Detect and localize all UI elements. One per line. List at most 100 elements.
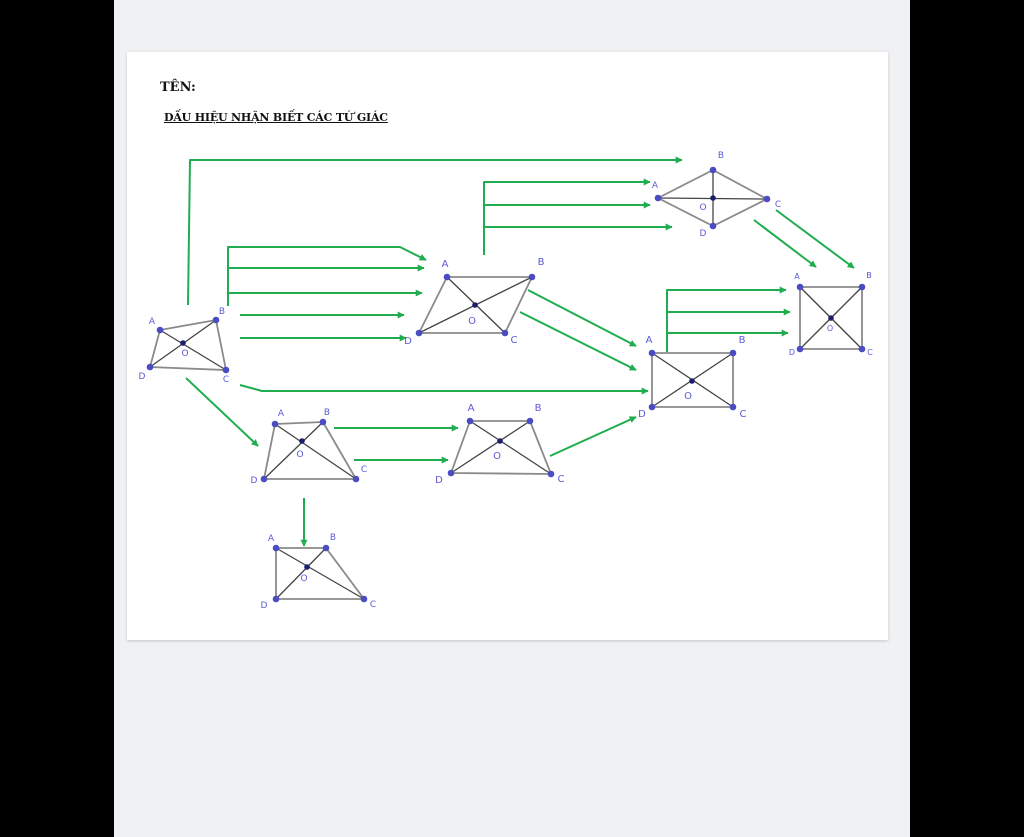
isosceles-trapezoid-vertex-b — [526, 417, 534, 425]
arrow-14 — [527, 289, 637, 347]
trapezoid-label-o: O — [296, 450, 303, 460]
isosceles-trapezoid-vertex-a — [466, 417, 474, 425]
rhombus-vertex-b — [709, 166, 717, 174]
right-trapezoid-label-a: A — [268, 534, 275, 544]
square-center-o — [828, 315, 834, 321]
arrow-8 — [185, 377, 259, 447]
parallelogram-label-c: C — [511, 335, 518, 346]
rhombus-label-o: O — [699, 203, 706, 213]
rhombus-vertex-d — [709, 222, 717, 230]
rhombus-label-d: D — [700, 229, 707, 239]
right-trapezoid-label-b: B — [330, 533, 336, 543]
right-trapezoid-label-o: O — [300, 574, 307, 584]
trapezoid-vertex-a — [271, 420, 279, 428]
parallelogram-vertex-d — [415, 329, 423, 337]
rectangle-vertex-c — [729, 403, 737, 411]
general-quadrilateral-label-d: D — [139, 372, 146, 382]
square-vertex-a — [796, 283, 804, 291]
general-quadrilateral-label-o: O — [181, 349, 188, 359]
right-trapezoid-vertex-c — [360, 595, 368, 603]
rhombus-label-a: A — [652, 181, 659, 191]
right-trapezoid-center-o — [304, 564, 310, 570]
rectangle-vertex-b — [729, 349, 737, 357]
parallelogram-label-o: O — [468, 316, 476, 327]
trapezoid-label-c: C — [361, 465, 367, 475]
arrow-13 — [775, 209, 855, 269]
isosceles-trapezoid-label-o: O — [493, 451, 501, 462]
trapezoid-label-a: A — [278, 409, 285, 419]
arrow-1 — [187, 156, 683, 306]
square-label-o: O — [827, 324, 833, 333]
parallelogram-vertex-a — [443, 273, 451, 281]
general-quadrilateral-vertex-d — [146, 363, 154, 371]
isosceles-trapezoid-outline — [449, 420, 553, 475]
parallelogram-vertex-b — [528, 273, 536, 281]
isosceles-trapezoid-label-a: A — [468, 403, 475, 414]
arrow-12 — [753, 219, 817, 268]
general-quadrilateral-vertex-a — [156, 326, 164, 334]
rhombus: A B C D O — [652, 151, 781, 239]
general-quadrilateral-label-a: A — [149, 317, 156, 327]
document-title: DẤU HIỆU NHẬN BIẾT CÁC TỨ GIÁC — [164, 111, 388, 124]
isosceles-trapezoid-label-c: C — [558, 474, 565, 485]
rectangle-vertex-a — [648, 349, 656, 357]
rhombus-label-b: B — [718, 151, 724, 161]
trapezoid-label-d: D — [251, 476, 258, 486]
trapezoid-vertex-b — [319, 418, 327, 426]
square-label-d: D — [789, 348, 795, 357]
right-trapezoid-vertex-a — [272, 544, 280, 552]
name-label: TÊN: — [160, 80, 196, 95]
trapezoid-center-o — [299, 438, 305, 444]
arrow-9 — [483, 178, 651, 255]
trapezoid-vertex-d — [260, 475, 268, 483]
parallelogram-center-o — [472, 302, 478, 308]
square-label-a: A — [794, 272, 800, 281]
parallelogram-label-d: D — [404, 336, 412, 347]
isosceles-trapezoid-vertex-d — [447, 469, 455, 477]
right-trapezoid-diagonal-ac — [275, 547, 365, 600]
trapezoid-label-b: B — [324, 408, 330, 418]
rhombus-label-c: C — [775, 200, 781, 210]
parallelogram-vertex-c — [501, 329, 509, 337]
square-vertex-c — [858, 345, 866, 353]
isosceles-trapezoid-diagonal-ac — [469, 420, 552, 475]
general-quadrilateral: A B C D O — [139, 307, 230, 385]
rectangle-label-b: B — [739, 335, 746, 346]
general-quadrilateral-vertex-c — [222, 366, 230, 374]
arrow-2 — [227, 246, 427, 306]
arrow-7 — [239, 384, 649, 395]
right-trapezoid-vertex-b — [322, 544, 330, 552]
general-quadrilateral-vertex-b — [212, 316, 220, 324]
isosceles-trapezoid-vertex-c — [547, 470, 555, 478]
trapezoid-outline — [262, 421, 358, 480]
rectangle-vertex-d — [648, 403, 656, 411]
square-label-c: C — [867, 348, 873, 357]
square-vertex-d — [796, 345, 804, 353]
rectangle-label-c: C — [740, 409, 747, 420]
right-trapezoid-diagonal-bd — [275, 547, 327, 600]
general-quadrilateral-label-c: C — [223, 375, 229, 385]
square-vertex-b — [858, 283, 866, 291]
rectangle-label-d: D — [638, 409, 646, 420]
rhombus-vertex-c — [763, 195, 771, 203]
rectangle-center-o — [689, 378, 695, 384]
rhombus-vertex-a — [654, 194, 662, 202]
arrow-16 — [666, 286, 787, 352]
trapezoid-vertex-c — [352, 475, 360, 483]
isosceles-trapezoid-diagonal-bd — [450, 420, 531, 474]
trapezoid: A B C D O — [251, 408, 368, 486]
arrow-21 — [549, 416, 637, 457]
trapezoid-diagonal-bd — [263, 421, 324, 480]
general-quadrilateral-label-b: B — [219, 307, 225, 317]
trapezoid-diagonal-ac — [274, 423, 357, 480]
isosceles-trapezoid-label-d: D — [435, 475, 443, 486]
parallelogram-label-b: B — [538, 257, 545, 268]
general-quadrilateral-center-o — [180, 340, 186, 346]
isosceles-trapezoid-center-o — [497, 438, 503, 444]
general-quadrilateral-diagonal-ac — [159, 329, 227, 371]
